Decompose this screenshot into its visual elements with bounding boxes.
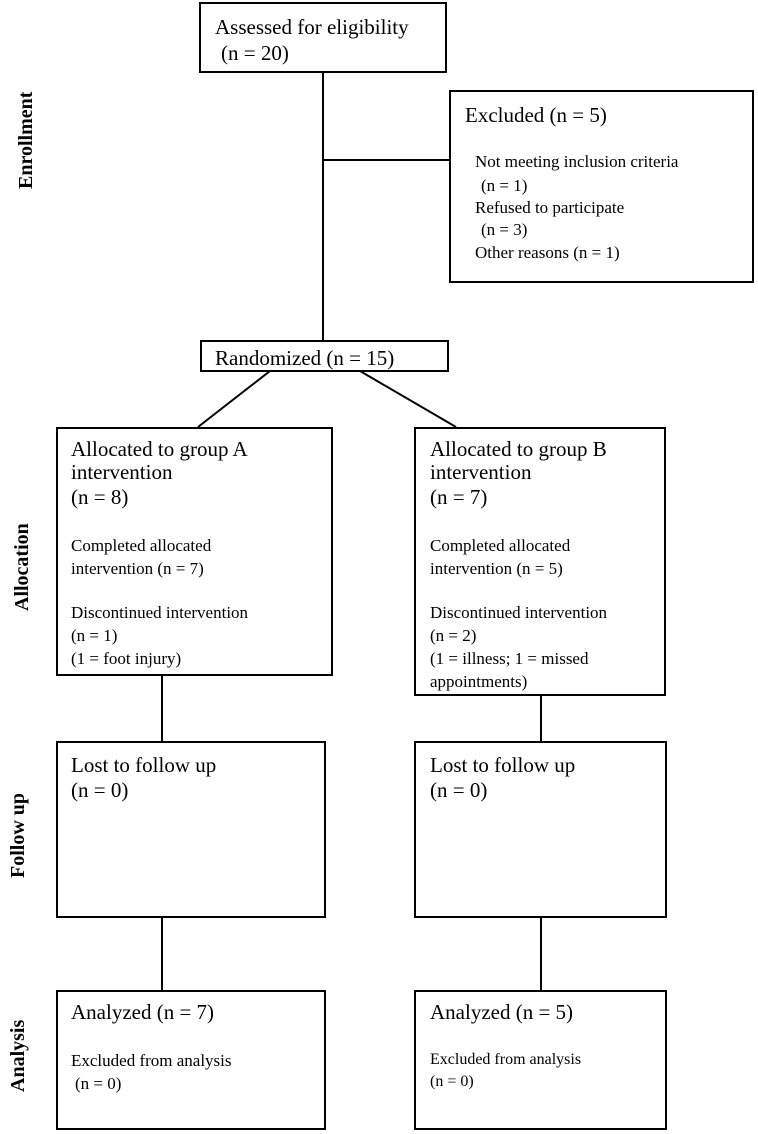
- group-b-allocation-box: Allocated to group B intervention (n = 7…: [414, 427, 666, 696]
- group-a-allocated-count: (n = 8): [71, 485, 129, 509]
- randomized-label: Randomized (n = 15): [215, 346, 395, 370]
- group-a-allocation-box: Allocated to group A intervention (n = 8…: [56, 427, 333, 676]
- excluded-title: Excluded (n = 5): [465, 103, 607, 127]
- randomized-box: Randomized (n = 15): [200, 340, 449, 372]
- group-b-discontinued-reason-line2: appointments): [430, 672, 528, 691]
- connector-randomized-b: [359, 370, 457, 428]
- excluded-reason-2: Refused to participate: [475, 198, 625, 217]
- group-b-completed-line2: intervention (n = 5): [430, 559, 563, 578]
- group-a-allocated-line1: Allocated to group A: [71, 437, 248, 461]
- excluded-reason-2-count: (n = 3): [481, 220, 528, 239]
- stage-label-follow-up: Follow up: [7, 792, 29, 878]
- group-b-analyzed-label: Analyzed (n = 5): [430, 1000, 574, 1024]
- group-a-allocated-line2: intervention: [71, 460, 173, 484]
- stage-label-enrollment: Enrollment: [15, 91, 37, 189]
- group-a-excluded-analysis-count: (n = 0): [75, 1074, 122, 1093]
- group-b-allocated-line2: intervention: [430, 460, 532, 484]
- group-a-excluded-analysis-label: Excluded from analysis: [71, 1051, 232, 1070]
- group-a-completed-line1: Completed allocated: [71, 536, 212, 555]
- group-b-allocated-count: (n = 7): [430, 485, 488, 509]
- group-b-follow-up-label: Lost to follow up: [430, 753, 576, 777]
- group-a-discontinued-line1: Discontinued intervention: [71, 603, 249, 622]
- group-a-completed-line2: intervention (n = 7): [71, 559, 204, 578]
- group-a-discontinued-count: (n = 1): [71, 626, 118, 645]
- group-b-discontinued-reason-line1: (1 = illness; 1 = missed: [430, 649, 589, 668]
- excluded-reason-1: Not meeting inclusion criteria: [475, 152, 679, 171]
- group-b-excluded-analysis-label: Excluded from analysis: [430, 1051, 582, 1068]
- group-b-discontinued-line1: Discontinued intervention: [430, 603, 608, 622]
- excluded-reason-1-count: (n = 1): [481, 176, 528, 195]
- excluded-reason-3: Other reasons (n = 1): [475, 243, 620, 262]
- group-b-excluded-analysis-count: (n = 0): [430, 1073, 474, 1090]
- group-b-allocated-line1: Allocated to group B: [430, 437, 607, 461]
- group-b-follow-up-count: (n = 0): [430, 778, 488, 802]
- group-b-analysis-box: Analyzed (n = 5) Excluded from analysis …: [414, 990, 667, 1130]
- assessed-box: Assessed for eligibility (n = 20): [199, 2, 447, 73]
- stage-label-allocation: Allocation: [11, 523, 33, 611]
- group-a-analysis-box: Analyzed (n = 7) Excluded from analysis …: [56, 990, 326, 1130]
- group-b-completed-line1: Completed allocated: [430, 536, 571, 555]
- group-a-follow-up-count: (n = 0): [71, 778, 129, 802]
- group-b-follow-up-box: Lost to follow up (n = 0): [414, 741, 667, 918]
- group-b-discontinued-count: (n = 2): [430, 626, 477, 645]
- stage-label-analysis: Analysis: [7, 1019, 29, 1092]
- group-a-follow-up-box: Lost to follow up (n = 0): [56, 741, 326, 918]
- group-a-follow-up-label: Lost to follow up: [71, 753, 217, 777]
- group-a-discontinued-reason: (1 = foot injury): [71, 649, 182, 668]
- excluded-box: Excluded (n = 5) Not meeting inclusion c…: [449, 90, 754, 283]
- group-a-analyzed-label: Analyzed (n = 7): [71, 1000, 215, 1024]
- assessed-count: (n = 20): [221, 41, 289, 65]
- assessed-label: Assessed for eligibility: [215, 15, 409, 39]
- connector-randomized-a: [197, 370, 271, 428]
